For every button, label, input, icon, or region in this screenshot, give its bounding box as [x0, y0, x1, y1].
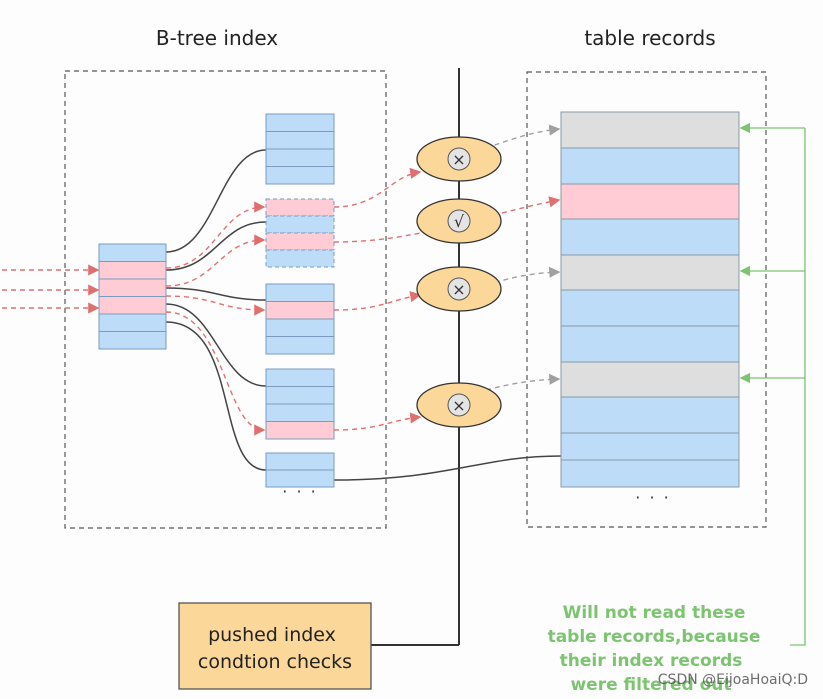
note-line2: table records,because — [548, 627, 761, 647]
leaf-node-3 — [265, 283, 335, 355]
table-records-title: table records — [584, 26, 715, 50]
pushed-index-condition-box — [178, 602, 372, 690]
condition-check-3: × — [416, 266, 502, 312]
table-container — [526, 71, 767, 528]
condition-check-4: × — [416, 382, 502, 428]
btree-title: B-tree index — [156, 26, 278, 50]
watermark: CSDN @EijoaHoaiQ:D — [658, 672, 808, 688]
leaf-node-5 — [265, 452, 335, 488]
note-line4: were filtered out — [570, 675, 731, 695]
leaf-node-4 — [265, 368, 335, 440]
incoming-arrows — [2, 264, 100, 314]
note-line3: their index records — [560, 651, 743, 671]
leaf-node-1 — [265, 113, 335, 185]
skipped-records-bracket — [739, 122, 806, 646]
index-scan-arrows — [165, 167, 561, 436]
condition-check-1: × — [416, 136, 502, 182]
leaf-node-2 — [265, 198, 335, 268]
condition-check-2: √ — [416, 198, 502, 244]
btree-container — [64, 70, 387, 529]
check-box-label-line1: pushed index — [208, 624, 336, 646]
reject-icon: × — [452, 150, 465, 169]
rejected-lookup-arrows — [485, 124, 561, 391]
index-ellipsis: · · · — [282, 482, 317, 501]
reject-icon: × — [452, 280, 465, 299]
btree-links — [165, 149, 562, 481]
accept-icon: √ — [454, 212, 465, 231]
table-ellipsis: · · · — [635, 488, 670, 507]
note-line1: Will not read these — [563, 603, 746, 623]
root-index-node — [98, 243, 167, 350]
reject-icon: × — [452, 396, 465, 415]
check-box-label-line2: condtion checks — [198, 651, 352, 673]
table-records — [560, 111, 740, 488]
